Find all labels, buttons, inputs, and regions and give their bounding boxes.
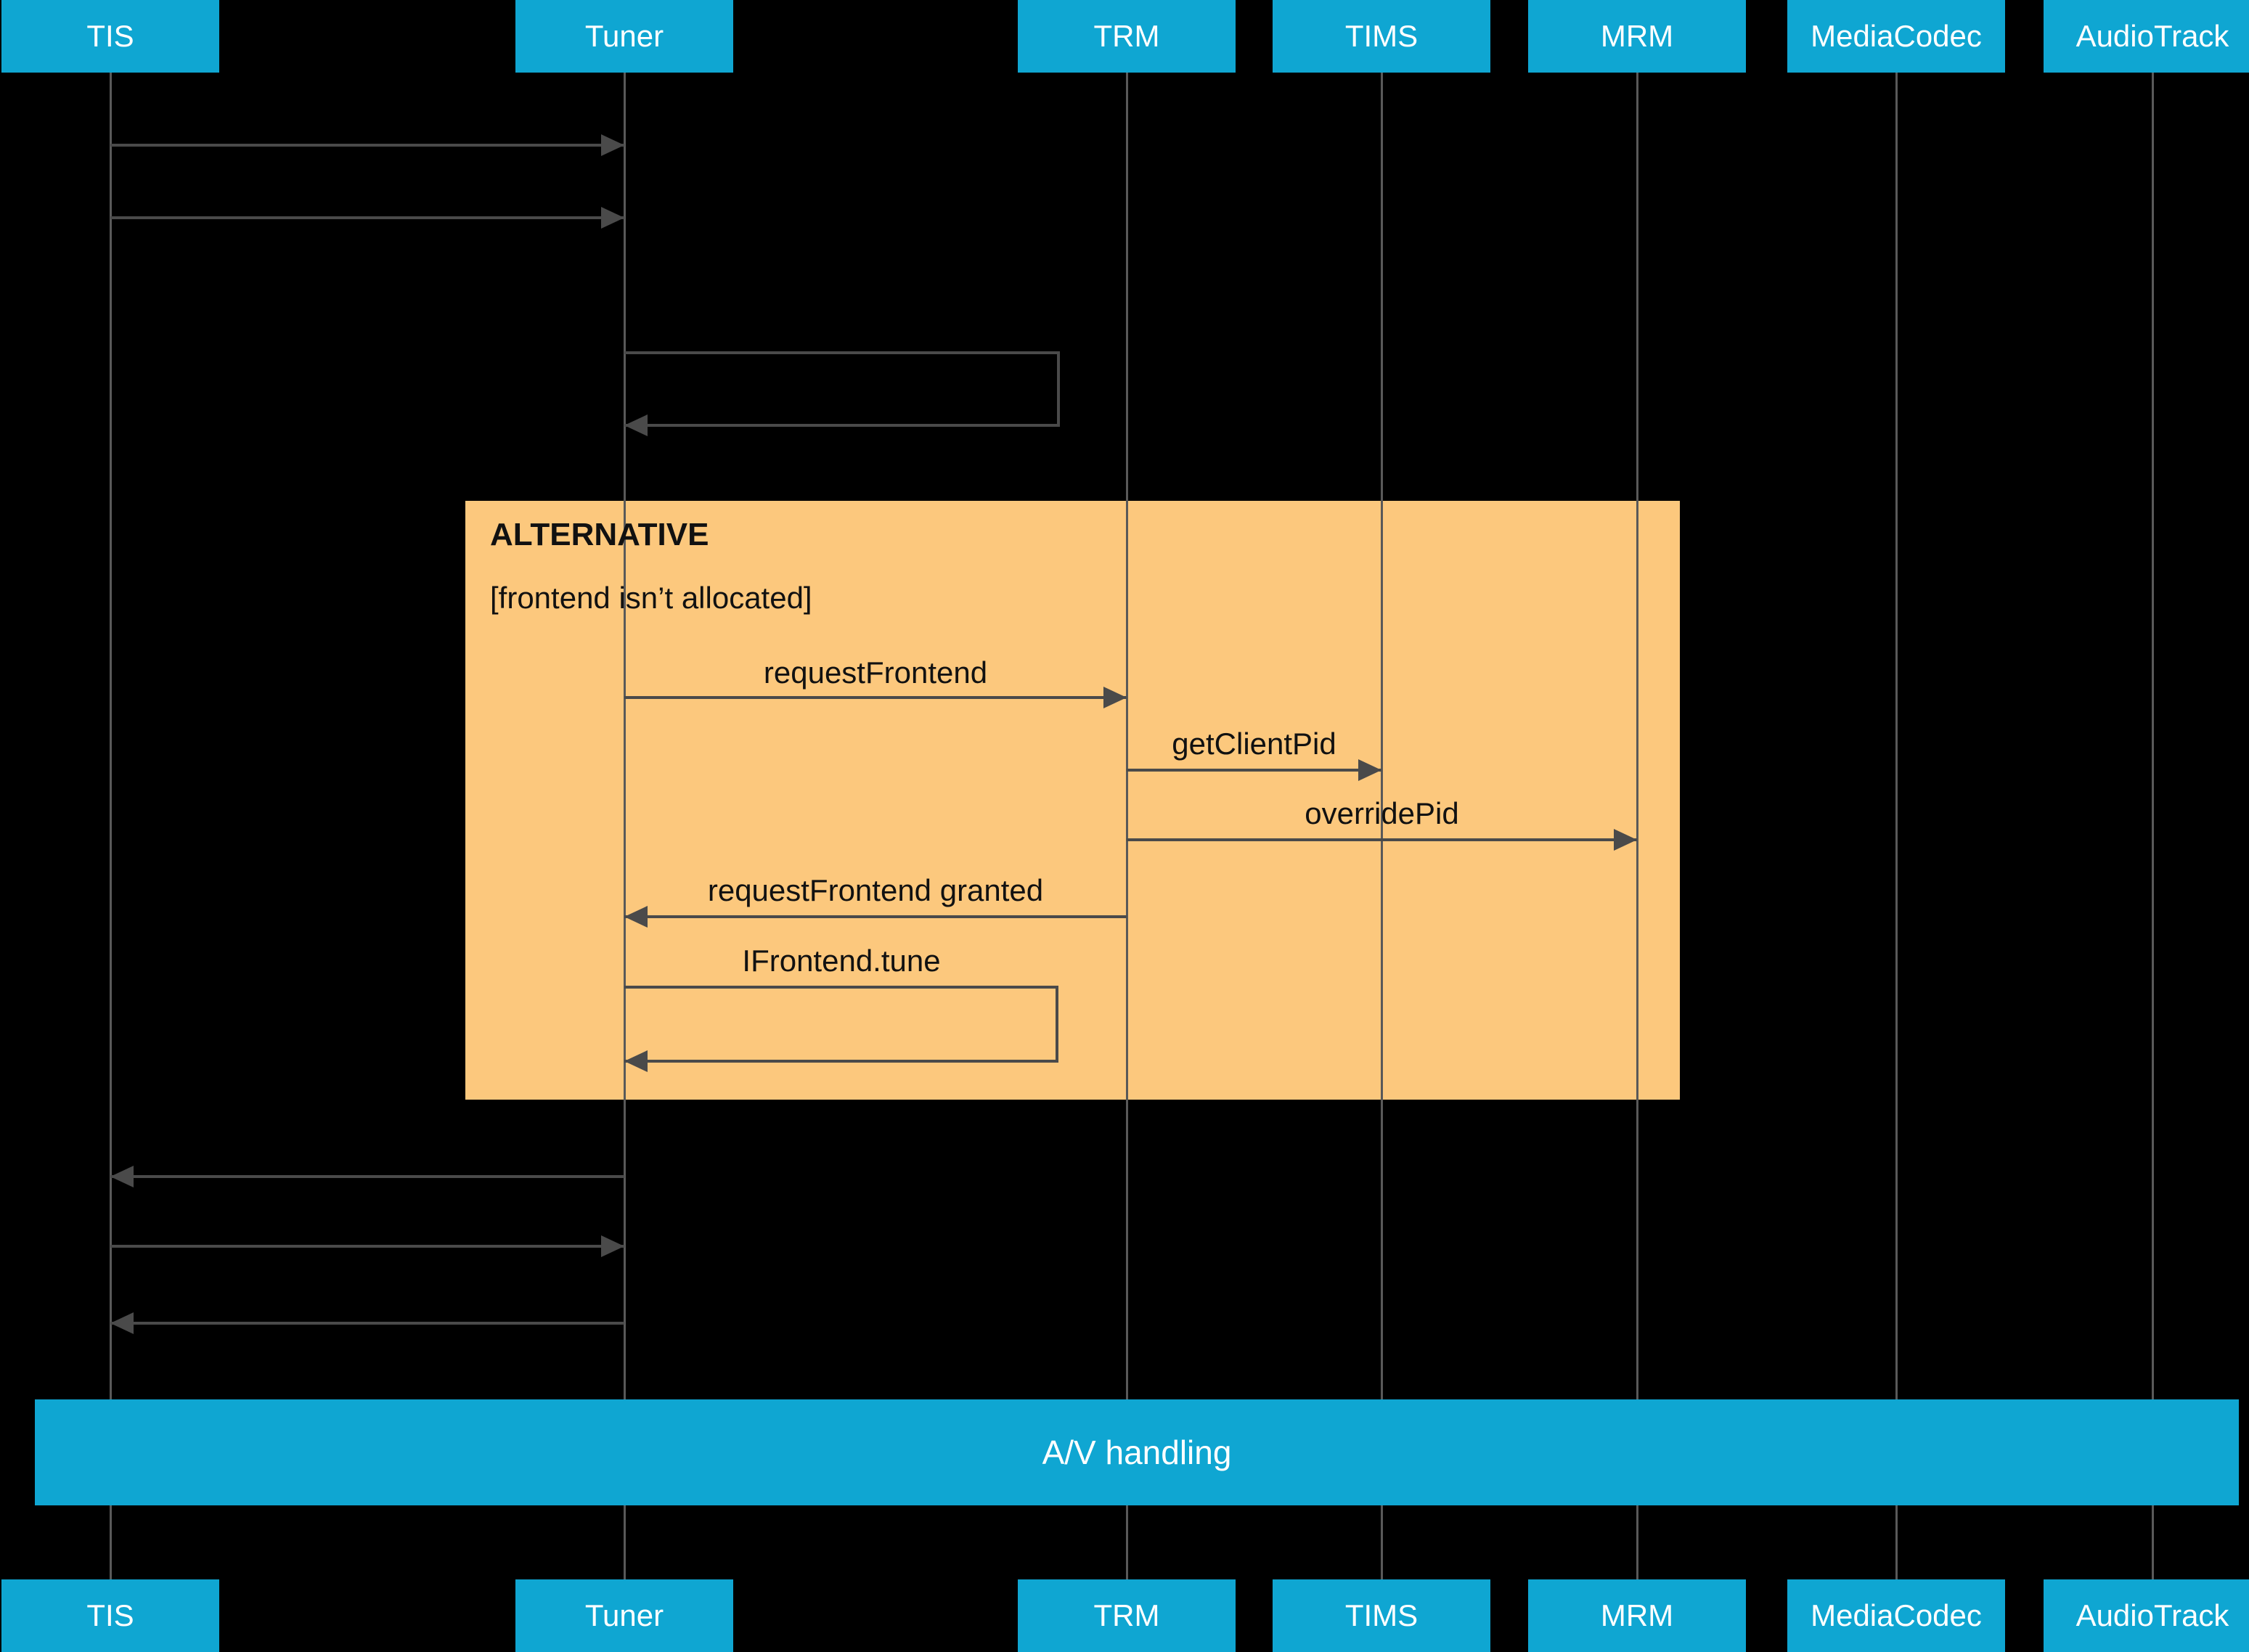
message-line-get-client-pid <box>1127 769 1381 772</box>
participant-bottom-tims: TIMS <box>1273 1579 1490 1652</box>
participant-bottom-trm: TRM <box>1018 1579 1236 1652</box>
self-call-tune-return <box>624 1060 1058 1063</box>
message-line-override-pid <box>1127 838 1637 841</box>
message-line-tis-tuner-1 <box>110 144 624 147</box>
participant-bottom-audiotrack: AudioTrack <box>2044 1579 2249 1652</box>
label-ifrontend-tune: IFrontend.tune <box>742 944 941 978</box>
participant-top-audiotrack: AudioTrack <box>2044 0 2249 73</box>
arrowhead-tuner-tis-2 <box>110 1312 134 1334</box>
alt-fragment-box <box>465 501 1680 1100</box>
self-call-tuner-top <box>624 351 1060 354</box>
message-line-tis-tuner-3 <box>110 1245 624 1248</box>
label-request-frontend-granted: requestFrontend granted <box>707 873 1044 907</box>
participant-top-tims: TIMS <box>1273 0 1490 73</box>
participant-top-mediacodec: MediaCodec <box>1787 0 2005 73</box>
arrowhead-tis-tuner-1 <box>601 134 624 156</box>
participant-top-tis: TIS <box>1 0 219 73</box>
arrowhead-request-frontend <box>1103 687 1127 708</box>
arrowhead-self-tune <box>624 1050 648 1072</box>
participant-bottom-tuner: Tuner <box>515 1579 733 1652</box>
message-line-tuner-tis-1 <box>110 1175 624 1178</box>
lifeline-audiotrack <box>2152 73 2154 1579</box>
arrowhead-override-pid <box>1614 829 1637 851</box>
message-line-request-frontend-granted <box>624 915 1127 918</box>
self-call-tune-side <box>1056 986 1058 1063</box>
label-get-client-pid: getClientPid <box>1172 727 1336 761</box>
lifeline-mrm <box>1636 73 1638 1579</box>
lifeline-tis <box>110 73 112 1579</box>
lifeline-tuner <box>624 73 626 1579</box>
arrowhead-tuner-tis-1 <box>110 1166 134 1187</box>
self-call-tuner-return <box>624 424 1060 427</box>
participant-top-trm: TRM <box>1018 0 1236 73</box>
message-line-tis-tuner-2 <box>110 216 624 219</box>
arrowhead-get-client-pid <box>1358 759 1381 781</box>
lifeline-trm <box>1126 73 1128 1579</box>
arrowhead-tis-tuner-2 <box>601 207 624 229</box>
participant-bottom-tis: TIS <box>1 1579 219 1652</box>
label-request-frontend: requestFrontend <box>763 655 988 690</box>
message-line-tuner-tis-2 <box>110 1322 624 1325</box>
participant-bottom-mediacodec: MediaCodec <box>1787 1579 2005 1652</box>
participant-top-tuner: Tuner <box>515 0 733 73</box>
lifeline-tims <box>1381 73 1383 1579</box>
participant-top-mrm: MRM <box>1528 0 1746 73</box>
arrowhead-request-frontend-granted <box>624 906 648 928</box>
self-call-tune-top <box>624 986 1058 989</box>
av-handling-bar: A/V handling <box>35 1399 2239 1505</box>
arrowhead-self-tuner <box>624 414 648 436</box>
message-line-request-frontend <box>624 696 1127 699</box>
alt-fragment-title: ALTERNATIVE <box>490 517 709 552</box>
alt-fragment-guard: [frontend isn’t allocated] <box>490 581 812 615</box>
av-handling-label: A/V handling <box>1042 1434 1232 1471</box>
label-override-pid: overridePid <box>1305 796 1459 830</box>
lifeline-mediacodec <box>1895 73 1898 1579</box>
self-call-tuner-side <box>1057 351 1060 427</box>
arrowhead-tis-tuner-3 <box>601 1235 624 1257</box>
participant-bottom-mrm: MRM <box>1528 1579 1746 1652</box>
